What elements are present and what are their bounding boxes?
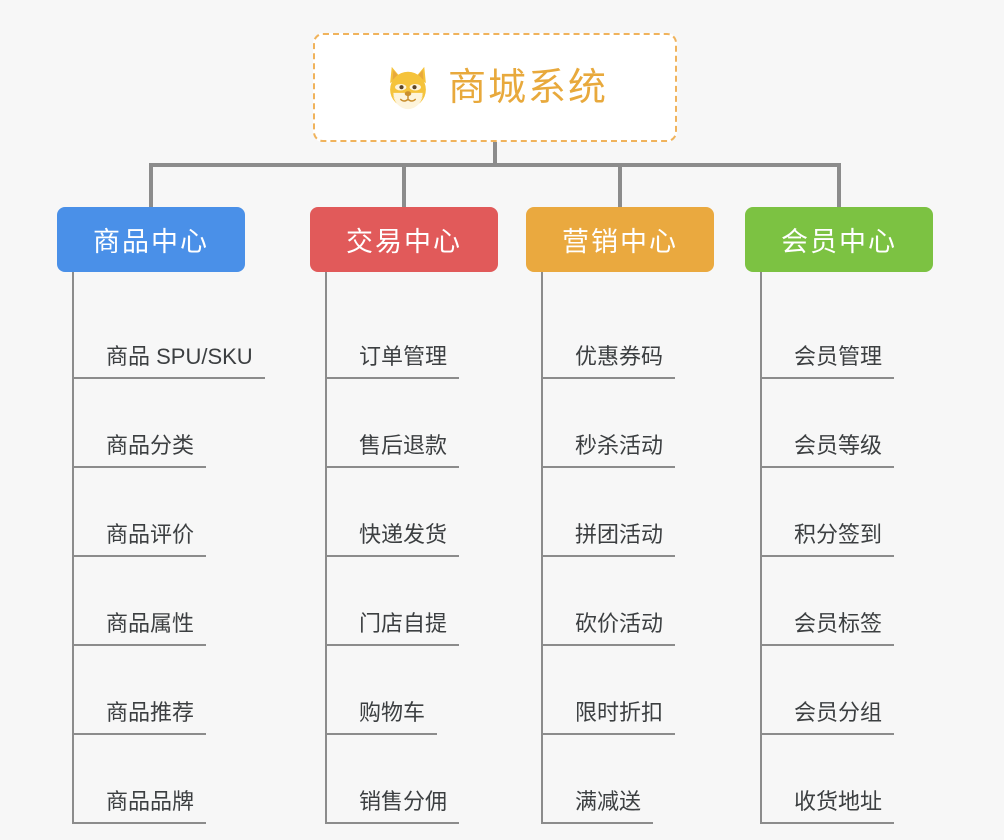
list-item[interactable]: 秒杀活动: [543, 379, 714, 468]
leaf-label: 售后退款: [327, 433, 460, 468]
leaf-label: 限时折扣: [543, 700, 676, 735]
list-item[interactable]: 会员分组: [762, 646, 933, 735]
leaf-label: 订单管理: [327, 344, 460, 379]
connector-drop-4: [837, 163, 841, 209]
list-item[interactable]: 商品品牌: [74, 735, 265, 824]
root-node[interactable]: 商城系统: [313, 33, 677, 142]
connector-drop-1: [149, 163, 153, 209]
leaf-label: 积分签到: [762, 522, 895, 557]
category-label: 会员中心: [781, 227, 897, 257]
connector-drop-2: [402, 163, 406, 209]
leaf-label: 秒杀活动: [543, 433, 676, 468]
leaf-label: 会员管理: [762, 344, 895, 379]
leaf-list-trade-center: 订单管理 售后退款 快递发货 门店自提 购物车 销售分佣: [325, 272, 498, 824]
list-item[interactable]: 优惠券码: [543, 290, 714, 379]
leaf-label: 砍价活动: [543, 611, 676, 646]
list-item[interactable]: 砍价活动: [543, 557, 714, 646]
category-header-member-center[interactable]: 会员中心: [745, 207, 933, 272]
leaf-label: 商品属性: [74, 611, 207, 646]
list-item[interactable]: 拼团活动: [543, 468, 714, 557]
category-header-product-center[interactable]: 商品中心: [57, 207, 245, 272]
list-item[interactable]: 商品评价: [74, 468, 265, 557]
leaf-list-product-center: 商品 SPU/SKU 商品分类 商品评价 商品属性 商品推荐 商品品牌: [72, 272, 265, 824]
category-label: 交易中心: [346, 227, 462, 257]
leaf-label: 商品 SPU/SKU: [74, 344, 265, 379]
page-title: 商城系统: [447, 66, 608, 109]
category-header-marketing-center[interactable]: 营销中心: [526, 207, 714, 272]
leaf-label: 满减送: [543, 789, 654, 824]
list-item[interactable]: 商品分类: [74, 379, 265, 468]
leaf-label: 拼团活动: [543, 522, 676, 557]
list-item[interactable]: 积分签到: [762, 468, 933, 557]
list-item[interactable]: 商品推荐: [74, 646, 265, 735]
column-trade-center: 交易中心 订单管理 售后退款 快递发货 门店自提 购物车 销售分佣: [310, 207, 498, 824]
leaf-label: 商品评价: [74, 522, 207, 557]
leaf-label: 商品推荐: [74, 700, 207, 735]
leaf-label: 快递发货: [327, 522, 460, 557]
list-item[interactable]: 订单管理: [327, 290, 498, 379]
leaf-label: 会员等级: [762, 433, 895, 468]
category-header-trade-center[interactable]: 交易中心: [310, 207, 498, 272]
list-item[interactable]: 售后退款: [327, 379, 498, 468]
leaf-label: 门店自提: [327, 611, 460, 646]
list-item[interactable]: 限时折扣: [543, 646, 714, 735]
leaf-label: 会员分组: [762, 700, 895, 735]
list-item[interactable]: 会员管理: [762, 290, 933, 379]
leaf-label: 购物车: [327, 700, 438, 735]
leaf-label: 商品分类: [74, 433, 207, 468]
list-item[interactable]: 商品 SPU/SKU: [74, 290, 265, 379]
category-label: 营销中心: [562, 227, 678, 257]
shiba-dog-icon: [382, 62, 434, 114]
leaf-list-member-center: 会员管理 会员等级 积分签到 会员标签 会员分组 收货地址: [760, 272, 933, 824]
list-item[interactable]: 收货地址: [762, 735, 933, 824]
leaf-label: 销售分佣: [327, 789, 460, 824]
connector-horizontal-bus: [149, 163, 839, 167]
connector-drop-3: [618, 163, 622, 209]
list-item[interactable]: 会员标签: [762, 557, 933, 646]
connector-root-stem: [493, 142, 497, 165]
list-item[interactable]: 商品属性: [74, 557, 265, 646]
leaf-label: 优惠券码: [543, 344, 676, 379]
list-item[interactable]: 门店自提: [327, 557, 498, 646]
column-product-center: 商品中心 商品 SPU/SKU 商品分类 商品评价 商品属性 商品推荐 商品品牌: [57, 207, 265, 824]
category-label: 商品中心: [93, 227, 209, 257]
column-marketing-center: 营销中心 优惠券码 秒杀活动 拼团活动 砍价活动 限时折扣 满减送: [526, 207, 714, 824]
leaf-list-marketing-center: 优惠券码 秒杀活动 拼团活动 砍价活动 限时折扣 满减送: [541, 272, 714, 824]
column-member-center: 会员中心 会员管理 会员等级 积分签到 会员标签 会员分组 收货地址: [745, 207, 933, 824]
leaf-label: 收货地址: [762, 789, 895, 824]
list-item[interactable]: 满减送: [543, 735, 714, 824]
leaf-label: 会员标签: [762, 611, 895, 646]
list-item[interactable]: 销售分佣: [327, 735, 498, 824]
list-item[interactable]: 购物车: [327, 646, 498, 735]
list-item[interactable]: 会员等级: [762, 379, 933, 468]
list-item[interactable]: 快递发货: [327, 468, 498, 557]
leaf-label: 商品品牌: [74, 789, 207, 824]
